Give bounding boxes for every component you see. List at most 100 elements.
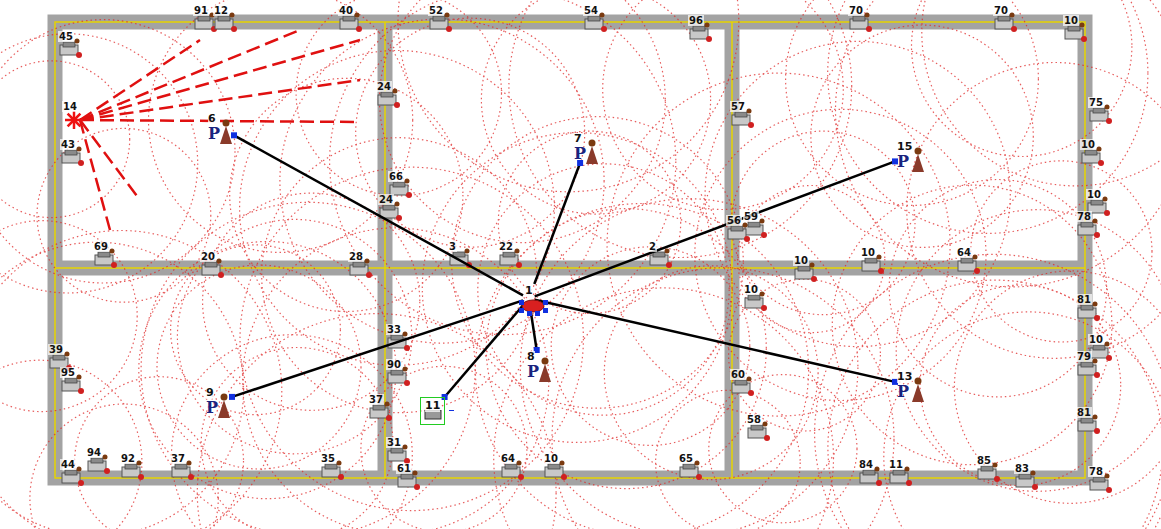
tower-antenna xyxy=(915,148,922,155)
range-circle xyxy=(197,314,556,529)
node-number: 8 xyxy=(527,351,535,363)
vehicle-light xyxy=(1081,36,1087,42)
link-stroke xyxy=(535,161,895,296)
range-circle xyxy=(656,390,801,529)
vehicle-antenna xyxy=(993,463,998,468)
callout-number: 60 xyxy=(730,369,746,380)
vehicle-top xyxy=(731,226,743,231)
callout-number: 43 xyxy=(60,139,76,150)
callout-number: 70 xyxy=(848,5,864,16)
vehicle-top xyxy=(865,258,877,263)
vehicle-light xyxy=(1094,232,1100,238)
callout-number: 95 xyxy=(60,367,76,378)
vehicle-top xyxy=(175,464,187,469)
range-circle xyxy=(422,133,732,443)
link-stroke xyxy=(234,135,523,295)
vehicle-top xyxy=(548,464,560,469)
tower-antenna xyxy=(223,120,230,127)
vehicle-antenna xyxy=(77,375,82,380)
vehicle-top xyxy=(503,252,515,257)
vehicle-top xyxy=(343,16,355,21)
node-symbol xyxy=(537,356,577,396)
vehicle-antenna xyxy=(1097,147,1102,152)
range-circle xyxy=(452,117,744,409)
vehicle-light xyxy=(516,262,522,268)
road-centerlines xyxy=(55,22,1085,478)
vehicle-top xyxy=(393,182,405,187)
callout-number: 31 xyxy=(386,437,402,448)
range-circle xyxy=(498,131,680,313)
callout-number: 91 xyxy=(193,5,209,16)
range-circle xyxy=(478,164,729,415)
vehicle-antenna xyxy=(760,292,765,297)
node-symbol xyxy=(423,410,463,450)
vehicle-top xyxy=(748,222,760,227)
vehicle-light xyxy=(1106,118,1112,124)
callout-number: 10 xyxy=(1080,139,1096,150)
vehicle-top xyxy=(748,295,760,300)
vehicle-light xyxy=(386,415,392,421)
node-letter: P xyxy=(574,145,586,162)
callout-number: 39 xyxy=(48,344,64,355)
callout-number: 59 xyxy=(743,211,759,222)
vehicle-top xyxy=(505,464,517,469)
vehicle-light xyxy=(1011,26,1017,32)
callout-number: 52 xyxy=(428,5,444,16)
vehicle-top xyxy=(735,380,747,385)
vehicle-antenna xyxy=(600,13,605,18)
port xyxy=(543,300,548,305)
vehicle-top xyxy=(981,466,993,471)
callout-number: 83 xyxy=(1014,463,1030,474)
node-symbol xyxy=(910,146,950,186)
callout-number: 37 xyxy=(170,453,186,464)
vehicle-top xyxy=(588,16,600,21)
range-circle xyxy=(832,185,1112,465)
callout-number: 92 xyxy=(120,453,136,464)
link-line xyxy=(535,158,898,296)
vehicle-antenna xyxy=(355,13,360,18)
node-letter: P xyxy=(897,383,909,400)
range-circle xyxy=(884,312,1161,529)
vehicle-top xyxy=(1091,200,1103,205)
node-number: 13 xyxy=(897,371,912,383)
range-circle xyxy=(705,41,1010,346)
vehicle-antenna xyxy=(187,461,192,466)
range-circle xyxy=(0,360,142,529)
range-circle xyxy=(380,0,666,243)
callout-number: 84 xyxy=(858,459,874,470)
vehicle-light xyxy=(394,102,400,108)
callout-number: 10 xyxy=(860,247,876,258)
vehicle-antenna xyxy=(403,367,408,372)
vehicle-antenna xyxy=(665,249,670,254)
callout-number: 14 xyxy=(62,101,78,112)
vehicle-top xyxy=(1068,26,1080,31)
vehicle-light xyxy=(404,380,410,386)
vehicle-top xyxy=(998,16,1010,21)
tower-mast xyxy=(220,126,232,144)
range-circle xyxy=(75,377,244,529)
vehicle-antenna xyxy=(65,352,70,357)
range-circle xyxy=(262,138,537,413)
callout-number: 81 xyxy=(1076,407,1092,418)
roads xyxy=(55,22,1085,478)
vehicle-antenna xyxy=(217,259,222,264)
vehicle-light xyxy=(78,480,84,486)
vehicle-antenna xyxy=(1031,471,1036,476)
vehicle-antenna xyxy=(1093,359,1098,364)
vehicle-top xyxy=(391,370,403,375)
vehicle-antenna xyxy=(337,461,342,466)
callout-number: 45 xyxy=(58,31,74,42)
vehicle-antenna xyxy=(877,255,882,260)
node-number: 11 xyxy=(425,400,440,412)
vehicle-top xyxy=(433,16,445,21)
vehicle-light xyxy=(1094,372,1100,378)
vehicle-light xyxy=(231,26,237,32)
range-circle xyxy=(954,271,1161,503)
vehicle-antenna xyxy=(695,461,700,466)
callout-number: 37 xyxy=(368,394,384,405)
range-circle xyxy=(230,78,463,311)
vehicle-top xyxy=(205,262,217,267)
node-number: 1 xyxy=(525,285,533,297)
range-circle xyxy=(240,167,583,510)
